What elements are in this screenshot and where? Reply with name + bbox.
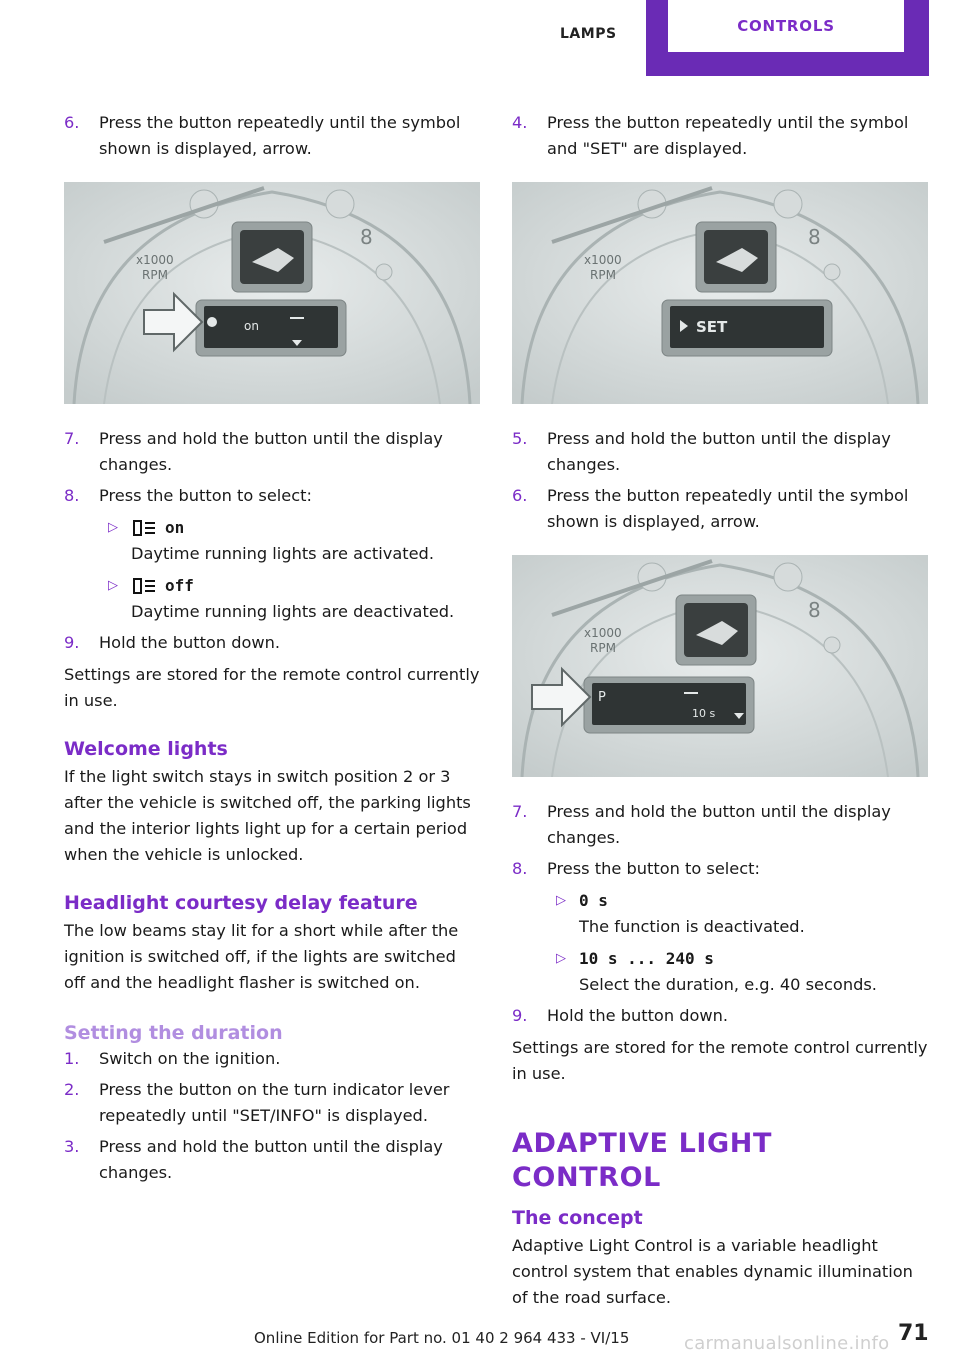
svg-text:10 s: 10 s	[692, 707, 715, 720]
drl-on-symbol: on	[131, 515, 480, 541]
option-text: Daytime running lights are deactivated.	[131, 602, 455, 621]
step-6-right: 6. Press the button repeatedly until the…	[512, 483, 928, 535]
symbol-text: 10 s ... 240 s	[579, 949, 714, 968]
header-section-label: LAMPS	[560, 26, 617, 42]
step-number: 8.	[64, 486, 80, 505]
step-number: 3.	[64, 1137, 80, 1156]
step-text: Press the button repeatedly until the sy…	[547, 486, 909, 531]
bullet-triangle-icon: ▷	[108, 578, 118, 593]
step-5: 5. Press and hold the button until the d…	[512, 426, 928, 478]
duration-step-2: 2. Press the button on the turn indicato…	[64, 1077, 480, 1129]
drl-off-symbol: off	[131, 573, 480, 599]
step-9: 9. Hold the button down.	[64, 630, 480, 656]
svg-text:x1000: x1000	[584, 253, 622, 267]
step-number: 7.	[512, 802, 528, 821]
courtesy-delay-text: The low beams stay lit for a short while…	[64, 921, 459, 992]
option-zero-seconds: ▷ 0 s The function is deactivated.	[547, 888, 928, 940]
svg-text:on: on	[244, 319, 259, 333]
step-number: 9.	[64, 633, 80, 652]
svg-text:SET: SET	[696, 318, 728, 336]
stored-note: Settings are stored for the remote contr…	[512, 1038, 928, 1083]
duration-step-1: 1. Switch on the ignition.	[64, 1046, 480, 1072]
step-number: 6.	[512, 486, 528, 505]
step-number: 4.	[512, 113, 528, 132]
step-text: Switch on the ignition.	[99, 1049, 281, 1068]
step-6: 6. Press the button repeatedly until the…	[64, 110, 480, 162]
step-text: Press and hold the button until the disp…	[547, 429, 891, 474]
svg-text:8: 8	[360, 225, 373, 249]
step-9-right: 9. Hold the button down.	[512, 1003, 928, 1029]
step-number: 1.	[64, 1049, 80, 1068]
step-number: 9.	[512, 1006, 528, 1025]
right-column: 4. Press the button repeatedly until the…	[512, 110, 928, 1311]
header-chapter-tab-inner: CONTROLS	[668, 0, 904, 52]
step-number: 6.	[64, 113, 80, 132]
courtesy-delay-heading: Headlight courtesy delay feature	[64, 892, 418, 914]
page-number: 71	[898, 1321, 929, 1346]
step-text: Hold the button down.	[547, 1006, 729, 1025]
svg-text:RPM: RPM	[590, 268, 616, 282]
step-text: Press and hold the button until the disp…	[99, 1137, 443, 1182]
step-text: Press and hold the button until the disp…	[547, 802, 891, 847]
option-on: ▷ on Daytime running lights are activate…	[99, 515, 480, 567]
step-4: 4. Press the button repeatedly until the…	[512, 110, 928, 162]
step-text: Press the button to select:	[547, 859, 760, 878]
option-text: Daytime running lights are activated.	[131, 544, 434, 563]
adaptive-light-control-heading: Adaptive Light Control	[512, 1128, 773, 1193]
option-text: Select the duration, e.g. 40 seconds.	[579, 975, 877, 994]
symbol-text: on	[165, 518, 185, 537]
page-footer: Online Edition for Part no. 01 40 2 964 …	[0, 1321, 960, 1354]
concept-text: Adaptive Light Control is a variable hea…	[512, 1236, 913, 1307]
bullet-triangle-icon: ▷	[556, 951, 566, 966]
bullet-triangle-icon: ▷	[556, 893, 566, 908]
svg-text:8: 8	[808, 225, 821, 249]
left-column: 6. Press the button repeatedly until the…	[64, 110, 480, 1186]
step-number: 5.	[512, 429, 528, 448]
option-text: The function is deactivated.	[579, 917, 805, 936]
setting-duration-heading: Setting the duration	[64, 1022, 283, 1044]
step-number: 2.	[64, 1080, 80, 1099]
daytime-lights-icon	[133, 520, 155, 536]
option-off: ▷ off Daytime running lights are deactiv…	[99, 573, 480, 625]
daytime-lights-icon	[133, 578, 155, 594]
header-chapter-label: CONTROLS	[737, 17, 835, 35]
footer-edition-text: Online Edition for Part no. 01 40 2 964 …	[254, 1329, 630, 1347]
cluster-figure-set: x1000 RPM 8 SET	[512, 182, 928, 404]
svg-text:8: 8	[808, 598, 821, 622]
stored-note: Settings are stored for the remote contr…	[64, 665, 480, 710]
duration-step-3: 3. Press and hold the button until the d…	[64, 1134, 480, 1186]
symbol-text: off	[165, 576, 194, 595]
step-text: Press the button on the turn indicator l…	[99, 1080, 450, 1125]
step-number: 7.	[64, 429, 80, 448]
step-8: 8. Press the button to select: ▷ on	[64, 483, 480, 625]
watermark: carmanualsonline.info	[684, 1333, 890, 1354]
welcome-lights-text: If the light switch stays in switch posi…	[64, 767, 471, 864]
step-8-right: 8. Press the button to select: ▷ 0 s The…	[512, 856, 928, 998]
step-text: Press the button repeatedly until the sy…	[547, 113, 909, 158]
step-7-right: 7. Press and hold the button until the d…	[512, 799, 928, 851]
welcome-lights-heading: Welcome lights	[64, 738, 228, 760]
step-7: 7. Press and hold the button until the d…	[64, 426, 480, 478]
header-chapter-tab[interactable]: CONTROLS	[646, 0, 929, 76]
step-number: 8.	[512, 859, 528, 878]
bullet-triangle-icon: ▷	[108, 520, 118, 535]
step-text: Press and hold the button until the disp…	[99, 429, 443, 474]
step-text: Press the button repeatedly until the sy…	[99, 113, 461, 158]
step-text: Hold the button down.	[99, 633, 281, 652]
cluster-figure-duration: x1000 RPM 8 P 10 s	[512, 555, 928, 777]
svg-text:P: P	[598, 690, 606, 705]
symbol-text: 0 s	[579, 891, 608, 910]
concept-heading: The concept	[512, 1207, 643, 1229]
svg-text:x1000: x1000	[136, 253, 174, 267]
step-text: Press the button to select:	[99, 486, 312, 505]
svg-text:RPM: RPM	[590, 641, 616, 655]
cluster-figure-drl-on: x1000 RPM 8 on	[64, 182, 480, 404]
svg-text:RPM: RPM	[142, 268, 168, 282]
option-duration-range: ▷ 10 s ... 240 s Select the duration, e.…	[547, 946, 928, 998]
svg-text:x1000: x1000	[584, 626, 622, 640]
